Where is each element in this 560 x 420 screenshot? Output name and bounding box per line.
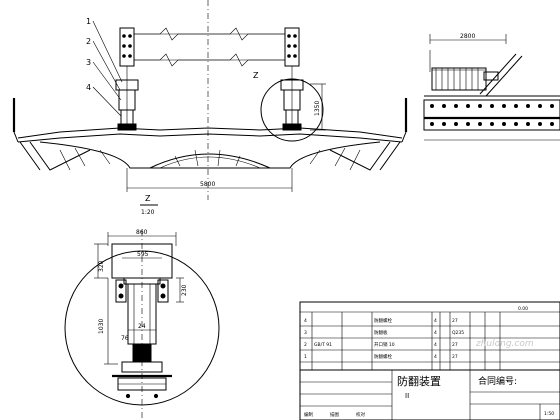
svg-text:2800: 2800 [460,33,475,40]
side-bolt [430,122,434,126]
side-bolt [466,122,470,126]
bom-row-2: 2 GB/T 91 开口销 10 4 27 [304,341,458,348]
svg-text:24: 24 [138,323,146,330]
svg-text:2: 2 [304,342,307,348]
svg-text:27: 27 [452,318,458,324]
side-bolt [502,104,506,108]
svg-text:27: 27 [452,354,458,360]
bom-row-4: 4 防翻螺栓 4 27 [304,317,458,324]
side-bolt [514,122,518,126]
drawing-name: 防翻装置 [397,374,441,388]
side-bolt [490,104,494,108]
width-dimension: 5800 [126,168,293,192]
side-bolt [550,104,554,108]
side-bolt [478,122,482,126]
svg-text:0.00: 0.00 [518,306,528,312]
svg-text:校对: 校对 [356,411,365,418]
svg-text:3: 3 [304,330,307,336]
side-bolts [430,104,554,126]
side-bolt [430,104,434,108]
svg-text:1350: 1350 [314,101,321,116]
side-bolt [454,104,458,108]
drawing-roman: II [405,392,409,400]
svg-text:编制: 编制 [304,411,313,418]
watermark: zhulong.com [475,339,534,349]
side-bolt [442,122,446,126]
svg-text:描图: 描图 [330,411,339,418]
svg-text:4: 4 [434,330,437,336]
side-bolt [466,104,470,108]
side-view: 2800 [423,33,560,141]
detail-bolts [115,279,169,303]
svg-text:860: 860 [136,229,148,236]
svg-text:5800: 5800 [200,181,215,188]
bom-row-1: 1 防翻螺栓 4 27 [304,353,458,360]
svg-text:76: 76 [121,335,129,342]
svg-text:595: 595 [137,251,149,258]
column-bolts-right [287,34,297,58]
side-bolt [526,104,530,108]
scale-value: 1:50 [544,411,554,417]
svg-text:230: 230 [181,284,188,296]
svg-text:防翻螺栓: 防翻螺栓 [374,317,392,324]
detail-callout-label: Z [253,71,259,80]
side-bolt [502,122,506,126]
svg-text:4: 4 [86,83,91,92]
svg-text:4: 4 [434,342,437,348]
svg-text:4: 4 [434,318,437,324]
girder [13,127,407,171]
svg-text:1: 1 [86,17,91,26]
svg-text:320: 320 [98,260,105,272]
bom-row-3: 3 防翻板 4 Q235 [304,329,464,336]
svg-text:4: 4 [434,354,437,360]
height-dimension: 1350 [310,83,326,131]
detail-view: 860 595 320 1030 230 [64,229,220,420]
svg-text:2: 2 [86,37,91,46]
svg-text:Z: Z [145,194,151,203]
side-bolt [538,104,542,108]
column-bolts-left [122,34,132,58]
detail-view-title: Z 1:20 [140,194,158,216]
device-left [115,79,139,131]
svg-text:3: 3 [86,58,91,67]
side-bolt [514,104,518,108]
svg-text:防翻板: 防翻板 [374,329,388,336]
device-right [280,79,304,131]
svg-text:1:20: 1:20 [141,209,155,216]
side-bolt [490,122,494,126]
svg-text:开口销 10: 开口销 10 [374,341,395,348]
svg-text:GB/T 91: GB/T 91 [314,342,332,348]
contract-label: 合同编号: [478,375,517,387]
side-bolt [442,104,446,108]
main-view: 1 2 3 4 Z 1350 [12,0,408,216]
svg-text:27: 27 [452,342,458,348]
side-bolt [526,122,530,126]
detail-callout-circle [260,78,324,142]
svg-text:防翻螺栓: 防翻螺栓 [374,353,392,360]
side-bolt [454,122,458,126]
side-bolt [550,122,554,126]
side-bolt [538,122,542,126]
svg-text:1030: 1030 [98,319,105,334]
part-labels: 1 2 3 4 [86,17,123,117]
side-bolt [478,104,482,108]
svg-text:4: 4 [304,318,307,324]
svg-text:Q235: Q235 [452,330,464,336]
svg-text:1: 1 [304,354,307,360]
title-block: 0.00 4 防翻螺栓 4 27 3 防翻板 4 Q235 2 GB/T 91 … [299,301,560,420]
